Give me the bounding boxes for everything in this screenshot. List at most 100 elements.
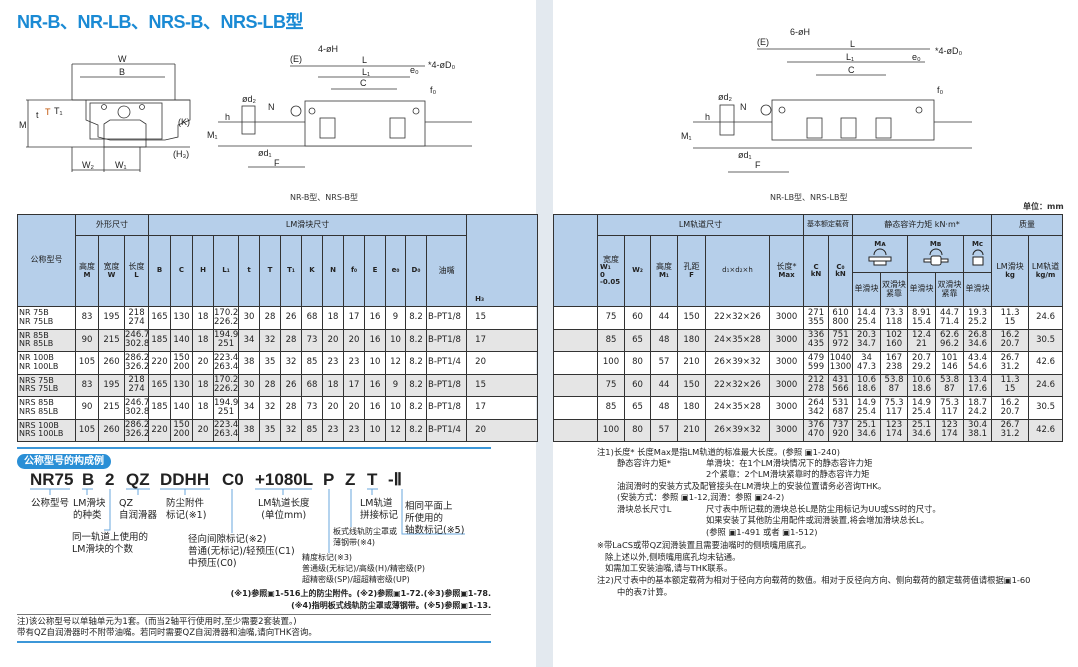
- value-cell: 68: [301, 373, 323, 397]
- header-MC: Mᴄ: [963, 235, 993, 273]
- value-cell: 336 435: [803, 328, 830, 352]
- header-T₁: T₁: [280, 235, 302, 307]
- dim-f0: f₀: [430, 85, 437, 95]
- value-cell: 20: [466, 418, 539, 442]
- value-cell: 30: [238, 373, 260, 397]
- value-cell: 10.6 18.6: [852, 373, 882, 397]
- dim-L1: L₁: [362, 67, 370, 77]
- value-cell: 83: [75, 373, 99, 397]
- value-cell: 210: [677, 418, 706, 442]
- value-cell: 150: [677, 373, 706, 397]
- value-cell: 105: [75, 418, 99, 442]
- caption-b: NR-B型、NRS-B型: [290, 193, 359, 202]
- code-token: QZ: [126, 470, 150, 489]
- note-line: 单滑块：在1个LM滑块情况下的静态容许力矩: [706, 458, 873, 468]
- value-cell: 286.2 326.2: [124, 351, 149, 375]
- value-cell: 751 972: [828, 328, 854, 352]
- value-cell: 19.3 25.2: [963, 306, 993, 330]
- value-cell: 65: [624, 328, 651, 352]
- dim-h: h: [225, 112, 230, 122]
- value-cell: 195: [98, 373, 125, 397]
- side-view-lb-drawing: 6-øH (E) L L₁ e₀ *4-øD₀ C f₀ N ød₂ h M₁ …: [681, 27, 972, 173]
- header-W2: W₂: [624, 235, 651, 307]
- notes-divider: [17, 614, 491, 615]
- value-cell: 3000: [768, 373, 805, 397]
- value-cell: 737 920: [828, 418, 854, 442]
- value-cell: 18.7 24.2: [963, 396, 993, 420]
- value-cell: 62.6 96.2: [935, 328, 965, 352]
- value-cell: 17: [466, 328, 539, 352]
- value-cell: 25.1 34.6: [852, 418, 882, 442]
- value-cell: 14.4 25.4: [852, 306, 882, 330]
- dim-D0: *4-øD₀: [935, 46, 963, 56]
- label-cover: 板式线轨防尘罩或 薄钢带(※4): [333, 527, 397, 547]
- value-cell: 14.9 25.4: [852, 396, 882, 420]
- header-T: T: [259, 235, 281, 307]
- header-rail: LM轨道尺寸: [596, 214, 805, 236]
- note-line: 静态容许力矩*: [617, 458, 671, 468]
- label-count: 同一轨道上使用的 LM滑块的个数: [72, 532, 149, 555]
- value-cell: 28: [280, 328, 302, 352]
- value-cell: 48: [650, 328, 678, 352]
- model-cell: NRS 75B NRS 75LB: [17, 373, 76, 397]
- value-cell: 8.2: [405, 373, 427, 397]
- dim-W1: W₁: [115, 160, 127, 170]
- blank-cell: [553, 396, 598, 420]
- header-max: 长度*Max: [768, 235, 805, 307]
- value-cell: 30.5: [1028, 396, 1064, 420]
- value-cell: 35: [259, 418, 281, 442]
- value-cell: 376 470: [803, 418, 830, 442]
- dim-W: W: [118, 54, 127, 64]
- value-cell: 85: [597, 328, 625, 352]
- page-gutter: [536, 0, 553, 667]
- value-cell: 73.3 118: [880, 306, 909, 330]
- note-line: 中的表7计算。: [617, 587, 673, 597]
- value-cell: 24.6: [1028, 373, 1064, 397]
- header-model: 公称型号: [17, 214, 76, 307]
- dim-B: B: [119, 67, 125, 77]
- header-ma-double: 双滑块 紧靠: [880, 272, 909, 307]
- dim-h: h: [705, 112, 710, 122]
- value-cell: 13.4 17.6: [963, 373, 993, 397]
- header-mc-single: 单滑块: [963, 272, 993, 307]
- value-cell: 185: [148, 328, 171, 352]
- value-cell: 26: [280, 373, 302, 397]
- note-line: 除上述以外,侧喷嘴用底孔均未钻通。: [605, 552, 741, 562]
- header-grease: 油嘴: [425, 235, 468, 307]
- value-cell: 60: [624, 306, 651, 330]
- value-cell: 75: [597, 373, 625, 397]
- value-cell: 53.8 87: [880, 373, 909, 397]
- dim-d2: ød₂: [718, 92, 733, 102]
- note-line: (参照 ▣1-491 或者 ▣1-512): [706, 527, 818, 537]
- value-cell: 30.5: [1028, 328, 1064, 352]
- dim-K: (K): [178, 117, 190, 127]
- code-token: C0: [222, 470, 244, 489]
- section-divider: [17, 447, 491, 449]
- value-cell: 26×39×32: [705, 351, 770, 375]
- label-axes: 相同平面上 所使用的 轴数标记(※5): [405, 501, 465, 536]
- moment-b-icon: [923, 248, 949, 266]
- dim-d2: ød₂: [242, 94, 257, 104]
- refs-line-1: (※1)参照▣1-516上的防尘附件。(※2)参照▣1-72.(※3)参照▣1-…: [230, 589, 491, 598]
- blank-cell: [553, 373, 598, 397]
- value-cell: 75.3 117: [935, 396, 965, 420]
- header-blank: [553, 214, 598, 307]
- code-token: 2: [105, 470, 115, 489]
- dim-L: L: [362, 55, 367, 65]
- value-cell: 26.8 34.6: [963, 328, 993, 352]
- value-cell: 80: [624, 418, 651, 442]
- note-line: 尺寸表中所记载的滑块总长L是防尘用标记为UU或SS时的尺寸。: [706, 504, 941, 514]
- header-B: B: [148, 235, 171, 307]
- value-cell: 123 174: [880, 418, 909, 442]
- blank-cell: [553, 328, 598, 352]
